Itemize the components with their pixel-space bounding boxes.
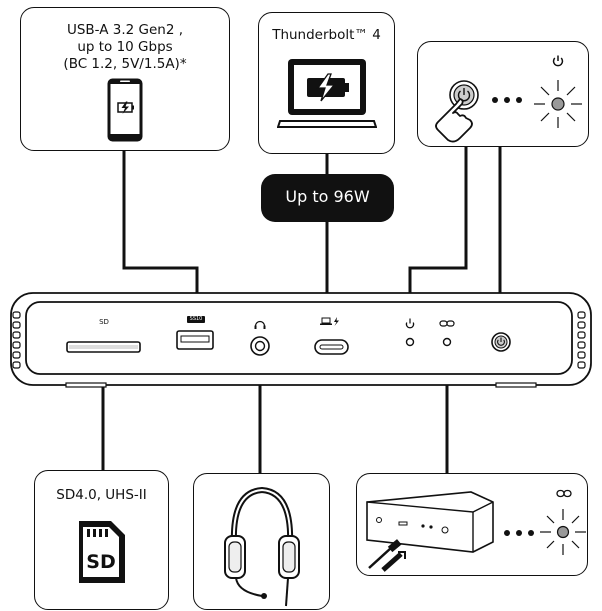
connector-lines [94, 147, 509, 473]
ellipsis-dots [492, 97, 524, 103]
dock-sd-label: SD [99, 318, 109, 326]
power-button-info-box [417, 41, 589, 147]
power-led [405, 337, 415, 347]
power-connector-line-left [401, 147, 468, 318]
headset-info-box [193, 473, 330, 610]
power-delivery-label: Up to 96W [285, 187, 370, 206]
dock-usb-badge: SS10 [189, 316, 203, 322]
sd-card-info-box: SD4.0, UHS-II SD [34, 470, 169, 610]
laptop-charging-icon [277, 59, 377, 128]
smartphone-charging-icon [107, 78, 143, 142]
usb-line-1: USB-A 3.2 Gen2 , [66, 22, 184, 38]
connect-ellipsis-dots [504, 530, 536, 536]
sd-label: SD4.0, UHS-II [56, 487, 147, 503]
link-icon [556, 489, 572, 498]
power-symbol-icon [552, 55, 564, 67]
link-led [442, 337, 452, 347]
tb-label: Thunderbolt™ 4 [272, 27, 381, 43]
sd-card-icon [79, 521, 125, 583]
usb-connector-line [122, 150, 206, 318]
connect-led-blinking-icon [540, 509, 586, 555]
sd-card-text: SD [86, 551, 116, 573]
dock-connect-icon [366, 491, 494, 572]
usb-a-info-box: USB-A 3.2 Gen2 , up to 10 Gbps (BC 1.2, … [20, 7, 230, 151]
connect-status-box [356, 473, 588, 576]
power-delivery-pill: Up to 96W [261, 174, 394, 222]
usb-line-2: up to 10 Gbps [77, 39, 173, 55]
headset-icon [224, 486, 300, 607]
thunderbolt-info-box: Thunderbolt™ 4 [258, 12, 395, 154]
usb-line-3: (BC 1.2, 5V/1.5A)* [63, 56, 187, 72]
dock-device [10, 292, 592, 388]
hand-press-power-icon [435, 80, 479, 143]
led-blinking-icon [534, 80, 582, 128]
